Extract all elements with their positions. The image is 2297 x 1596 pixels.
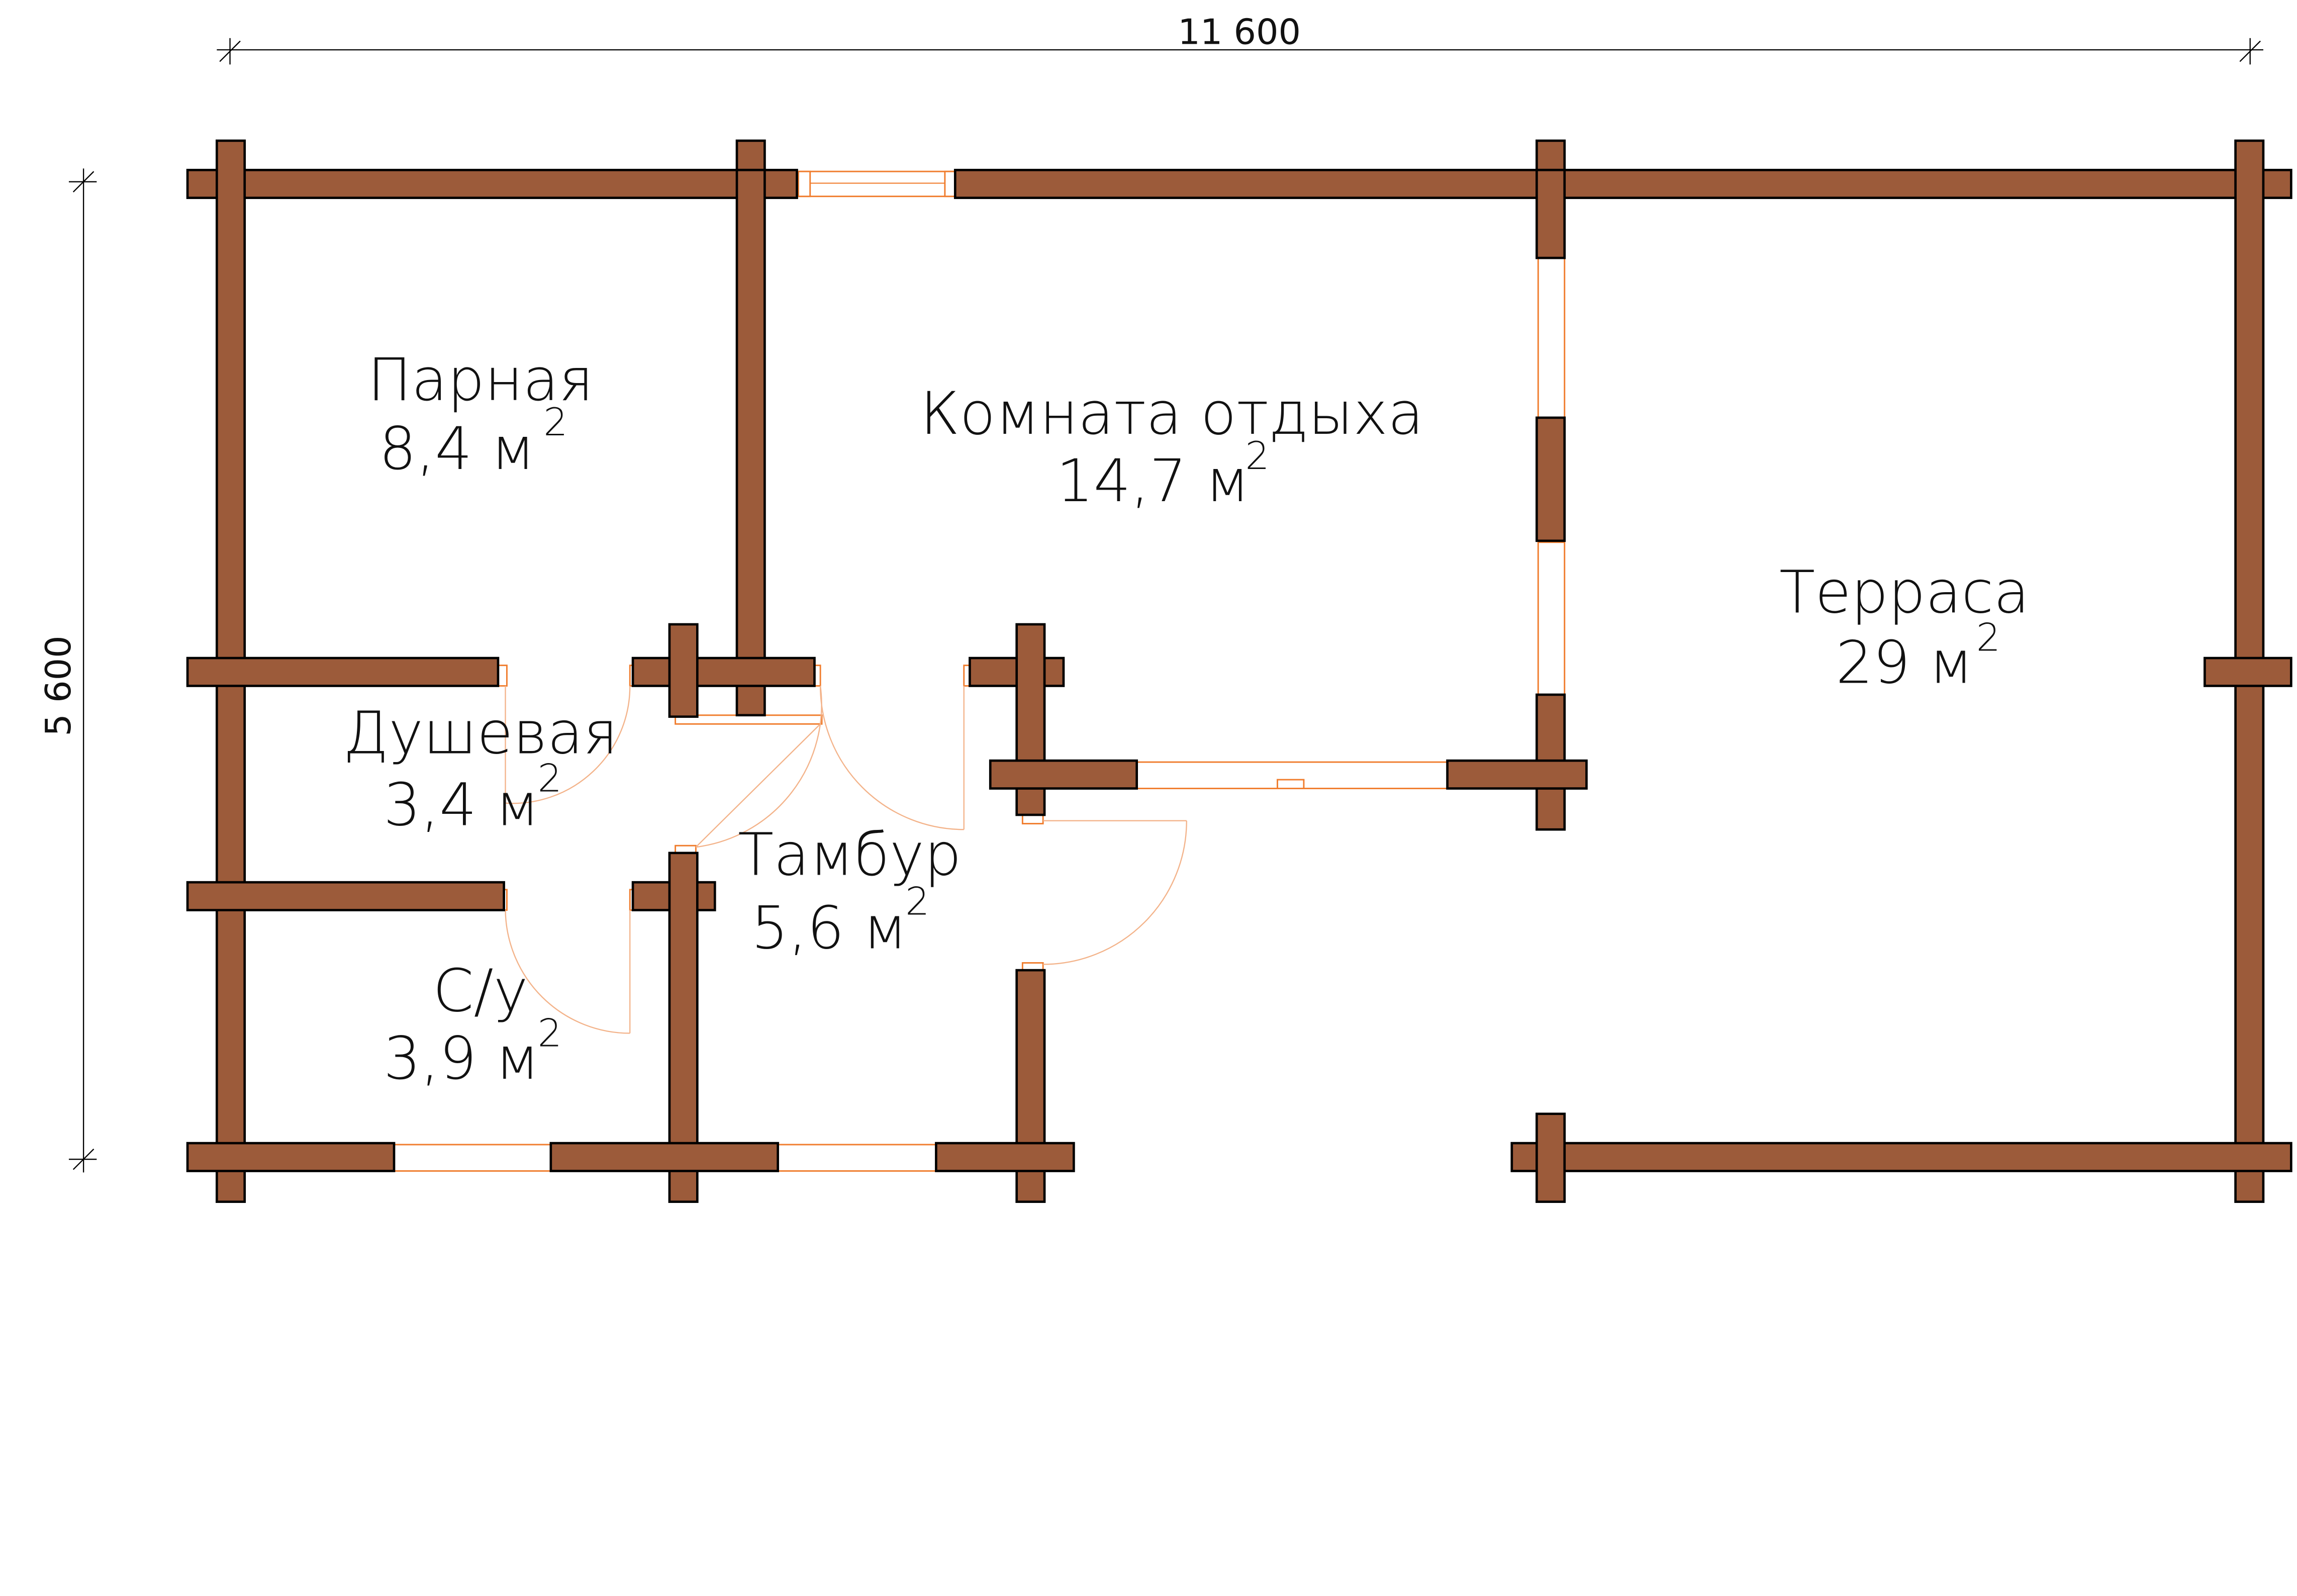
dimension-height-label: 5 600	[38, 635, 79, 736]
room-area-sup: 2	[538, 756, 562, 800]
dimension-height: 5 600	[38, 168, 97, 1173]
room-name: Душевая	[343, 700, 618, 768]
room-area-sup: 2	[1976, 615, 2000, 660]
room-area-sup: 2	[543, 400, 567, 444]
room-label-komnata-otdyha: Комната отдыха 14,7 м 2	[920, 380, 1424, 515]
dimension-width: 11 600	[217, 12, 2263, 65]
room-name: Парная	[367, 346, 594, 414]
room-area-sup: 2	[1245, 434, 1269, 478]
room-label-tambur: Тамбур 5,6 м 2	[738, 821, 962, 963]
door-swings	[505, 686, 1187, 1034]
dimension-width-label: 11 600	[1178, 12, 1301, 52]
room-label-terrasa: Терраса 29 м 2	[1779, 559, 2030, 697]
room-label-parnaya: Парная 8,4 м 2	[367, 346, 594, 483]
room-area: 8,4 м	[379, 415, 535, 483]
room-label-dushevaya: Душевая 3,4 м 2	[343, 700, 618, 839]
room-area: 14,7 м	[1056, 447, 1250, 515]
room-area: 29 м	[1836, 629, 1973, 697]
room-area: 3,4 м	[384, 771, 539, 839]
room-name: Тамбур	[738, 821, 962, 889]
room-area-sup: 2	[538, 1011, 562, 1056]
room-area: 5,6 м	[751, 894, 907, 962]
windows	[392, 170, 1566, 1172]
room-name: С/у	[433, 958, 528, 1025]
room-name: Комната отдыха	[920, 380, 1424, 448]
room-name: Терраса	[1779, 559, 2030, 627]
walls	[186, 139, 2292, 1203]
room-area-sup: 2	[905, 879, 929, 923]
room-label-su: С/у 3,9 м 2	[384, 958, 562, 1093]
room-area: 3,9 м	[384, 1025, 539, 1093]
